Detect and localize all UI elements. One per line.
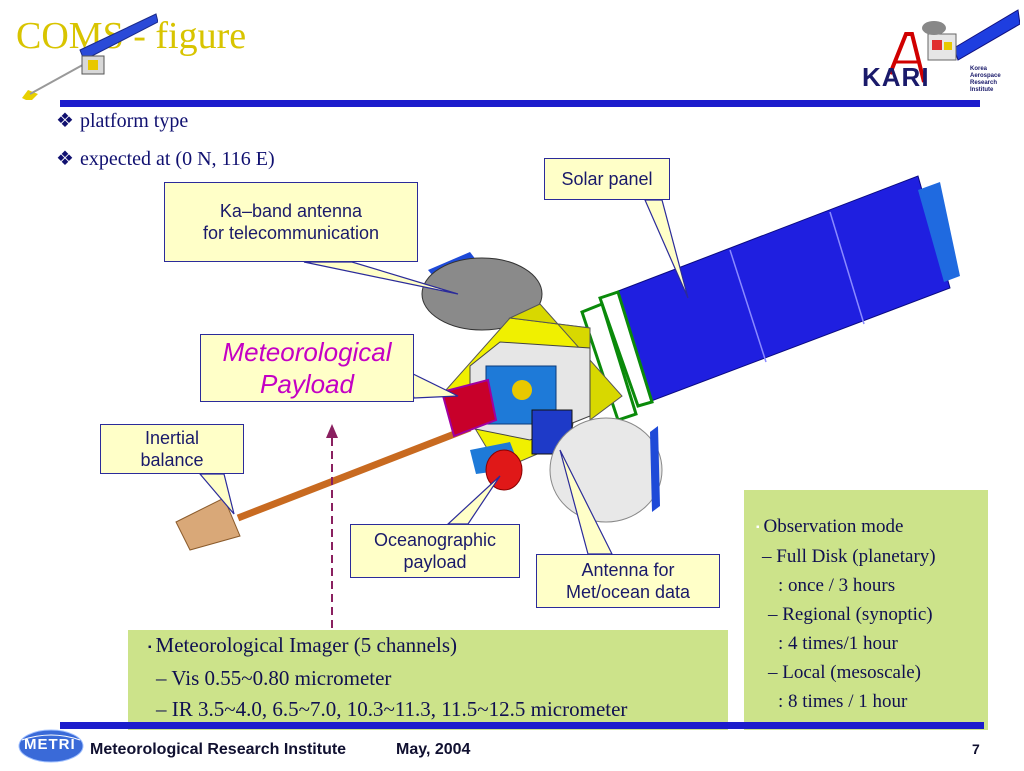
footer-rule <box>60 722 984 729</box>
metri-logo-text: METRI <box>24 736 76 753</box>
globe-icon <box>18 729 84 763</box>
imager-line-ir: – IR 3.5~4.0, 6.5~7.0, 10.3~11.3, 11.5~1… <box>156 696 628 721</box>
imager-heading: ▪Meteorological Imager (5 channels) <box>148 633 458 657</box>
observation-box: ▪Observation mode – Full Disk (planetary… <box>744 490 988 730</box>
kari-sub-3: Research Institute <box>970 80 998 93</box>
bullet-diamond-icon: ❖ <box>56 110 74 132</box>
callout-solar-panel: Solar panel <box>544 158 670 200</box>
kari-sub-2: Aerospace <box>970 73 1001 79</box>
header-rule <box>60 100 980 107</box>
kari-satellite-icon <box>888 9 1021 83</box>
ka-band-dish <box>421 257 543 331</box>
obs-regional: – Regional (synoptic) <box>768 604 933 626</box>
inertial-boom <box>236 424 472 522</box>
satellite-illustration <box>175 175 960 551</box>
obs-full-disk: – Full Disk (planetary) <box>762 546 936 568</box>
footer-institute: Meteorological Research Institute <box>90 741 347 758</box>
metri-logo: METRI <box>16 726 86 766</box>
obs-regional-rate: : 4 times/1 hour <box>778 633 898 655</box>
callout-inertial-balance: Inertial balance <box>100 424 244 474</box>
imager-box: ▪Meteorological Imager (5 channels) – Vi… <box>128 630 728 730</box>
page-number: 7 <box>972 741 980 757</box>
obs-local-rate: : 8 times / 1 hour <box>778 691 908 713</box>
kari-logo: KARI Korea Aerospace Research Institute <box>862 4 1021 96</box>
bullet-diamond-icon: ❖ <box>56 148 74 170</box>
callout-ka-band-antenna: Ka–band antenna for telecommunication <box>164 182 418 262</box>
satellite-small-icon <box>22 13 158 100</box>
imager-line-vis: – Vis 0.55~0.80 micrometer <box>156 665 392 690</box>
inertial-balance-weight <box>175 497 241 551</box>
obs-local: – Local (mesoscale) <box>768 662 921 684</box>
obs-full-disk-rate: : once / 3 hours <box>778 575 896 597</box>
footer-date: May, 2004 <box>396 741 471 758</box>
kari-logo-text: KARI <box>862 62 930 92</box>
callout-antenna-met-ocean: Antenna for Met/ocean data <box>536 554 720 608</box>
bullet-expected-at: ❖expected at (0 N, 116 E) <box>56 148 275 170</box>
callout-oceanographic-payload: Oceanographic payload <box>350 524 520 578</box>
kari-sub-1: Korea <box>970 66 988 72</box>
bullet-platform-type: ❖platform type <box>56 110 189 132</box>
callout-meteorological-payload: Meteorological Payload <box>200 334 414 402</box>
observation-heading: ▪Observation mode <box>756 516 904 537</box>
